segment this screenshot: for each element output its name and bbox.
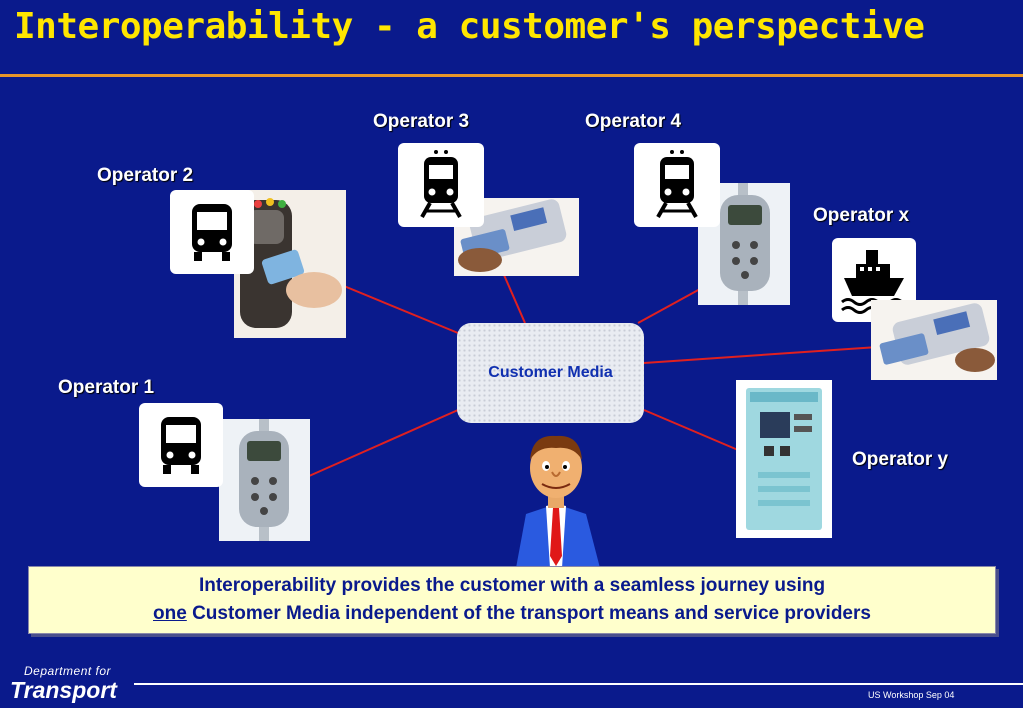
operator-x-label: Operator x (813, 205, 910, 226)
handheld-terminal-device (871, 300, 997, 380)
link-operator-x (643, 346, 879, 364)
callout-line-2-text: Customer Media independent of the transp… (186, 603, 871, 624)
customer-media-node: Customer Media (457, 323, 644, 423)
customer-figure (508, 430, 604, 568)
train-icon (398, 143, 484, 227)
link-operator-1 (281, 409, 459, 489)
callout-line-2: one Customer Media independent of the tr… (153, 603, 871, 624)
customer-media-label: Customer Media (488, 364, 613, 381)
title-divider (0, 74, 1023, 77)
department-line-1: Department for (24, 664, 112, 678)
footer-note: US Workshop Sep 04 (868, 690, 955, 700)
handheld-terminal-device (454, 198, 579, 276)
footer-divider (134, 683, 1023, 685)
train-icon (634, 143, 720, 227)
ticket-machine-icon (736, 380, 832, 538)
bus-icon (139, 403, 223, 487)
validator-device (698, 183, 790, 305)
department-line-2: Transport (10, 677, 117, 703)
summary-callout: Interoperability provides the customer w… (28, 566, 996, 634)
callout-emphasis: one (153, 603, 187, 624)
operator-2-label: Operator 2 (97, 165, 194, 186)
validator-device (219, 419, 310, 541)
page-title: Interoperability - a customer's perspect… (14, 6, 925, 47)
callout-line-1: Interoperability provides the customer w… (198, 575, 826, 596)
operator-y-label: Operator y (852, 449, 949, 470)
link-operator-y (643, 409, 739, 451)
operator-1-label: Operator 1 (58, 377, 155, 398)
operator-4-label: Operator 4 (585, 111, 682, 132)
bus-icon (170, 190, 254, 274)
operator-3-label: Operator 3 (373, 111, 470, 132)
